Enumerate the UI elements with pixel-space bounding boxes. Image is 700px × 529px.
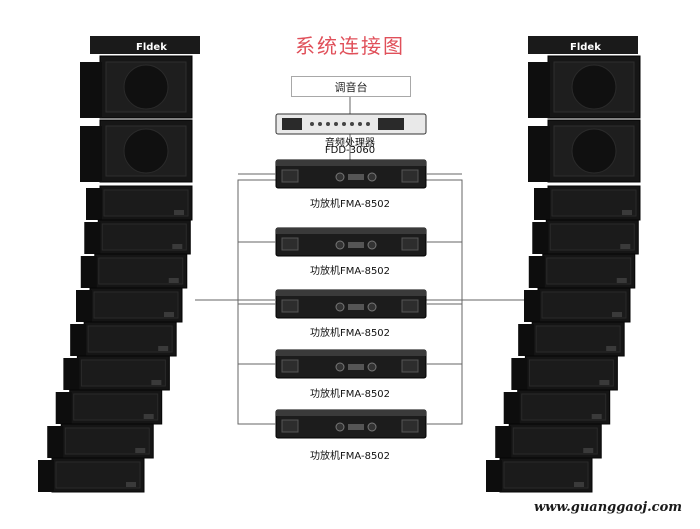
line-array-cabinet <box>511 355 618 391</box>
processor-name: 音频处理器 <box>325 138 375 149</box>
mixing-console-box: 调音台 <box>291 76 411 97</box>
line-array-cabinet <box>86 185 193 221</box>
amplifier-unit <box>275 409 427 439</box>
line-array-cabinet <box>70 321 177 357</box>
brand-logo: Fldek <box>136 42 167 53</box>
subwoofer-cabinet <box>528 55 641 119</box>
line-array-cabinet <box>503 389 611 425</box>
left-line-array: Fldek <box>38 36 200 493</box>
line-array-cabinet <box>55 389 163 425</box>
line-array-cabinet <box>532 219 639 255</box>
right-line-array: Fldek <box>486 36 641 493</box>
line-array-cabinet <box>518 321 625 357</box>
line-array-cabinet <box>486 457 593 493</box>
amp-label-5: 功放机FMA-8502 <box>309 451 391 462</box>
rigging-frame <box>528 36 638 54</box>
console-label: 调音台 <box>334 81 368 94</box>
line-array-cabinet <box>528 253 636 289</box>
line-array-cabinet <box>84 219 191 255</box>
line-array-cabinet <box>495 423 602 459</box>
diagram-title: 系统连接图 <box>295 34 405 58</box>
amp-label-3: 功放机FMA-8502 <box>309 328 391 339</box>
processor-model: FDD-3060 <box>324 145 376 156</box>
amplifier-unit <box>275 349 427 379</box>
amp-label-1: 功放机FMA-8502 <box>309 199 391 210</box>
subwoofer-cabinet <box>80 119 193 183</box>
line-array-cabinet <box>524 287 631 323</box>
amp-label-4: 功放机FMA-8502 <box>309 389 391 400</box>
audio-processor <box>275 113 427 135</box>
watermark: www.guanggaoj.com <box>533 500 682 515</box>
brand-logo: Fldek <box>570 42 601 53</box>
rigging-frame <box>90 36 200 54</box>
line-array-cabinet <box>76 287 183 323</box>
amplifier-unit <box>275 289 427 319</box>
amplifier-stack <box>238 159 462 439</box>
subwoofer-cabinet <box>528 119 641 183</box>
line-array-cabinet <box>63 355 170 391</box>
amplifier-unit <box>275 159 427 189</box>
line-array-cabinet <box>47 423 154 459</box>
amp-label-2: 功放机FMA-8502 <box>309 266 391 277</box>
line-array-cabinet <box>80 253 188 289</box>
line-array-cabinet <box>534 185 641 221</box>
subwoofer-cabinet <box>80 55 193 119</box>
amplifier-unit <box>275 227 427 257</box>
line-array-cabinet <box>38 457 145 493</box>
